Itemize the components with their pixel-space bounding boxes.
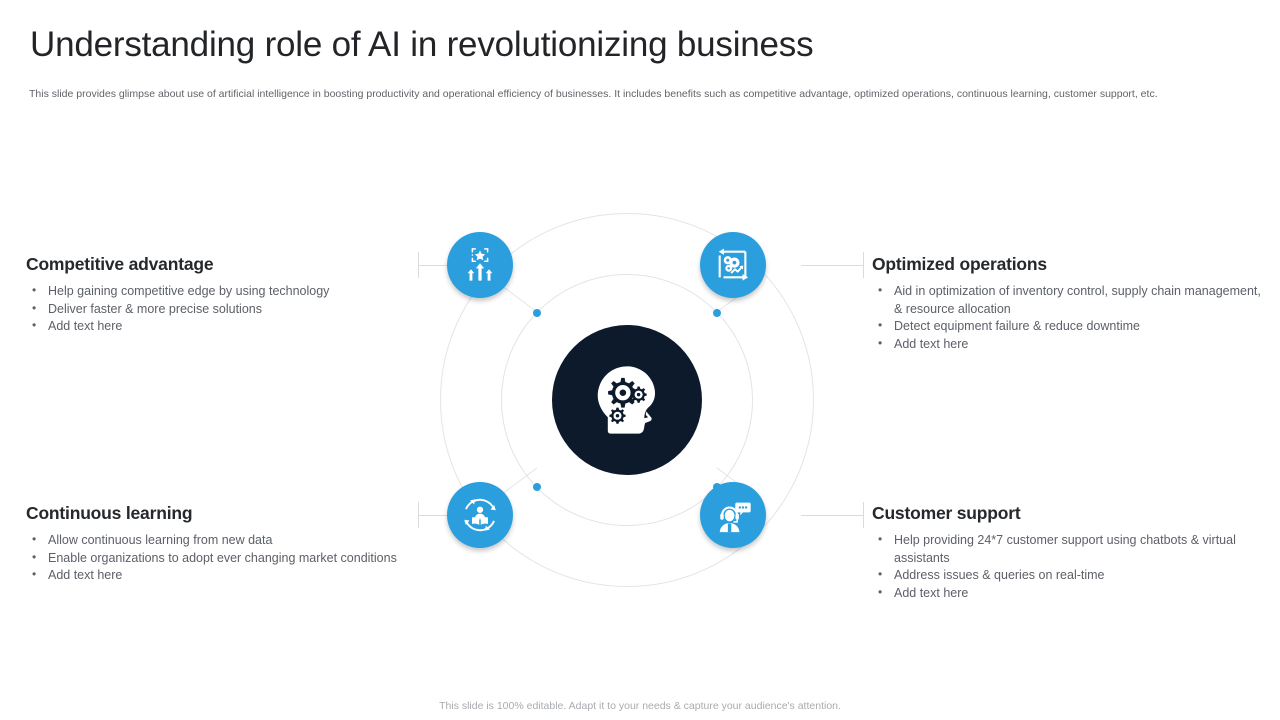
connector-line-top-right: [801, 265, 863, 266]
list-item: Add text here: [26, 566, 416, 585]
list-item: Aid in optimization of inventory control…: [872, 282, 1267, 318]
outer-ring: [440, 213, 814, 587]
bullet-list-customer-support: Help providing 24*7 customer support usi…: [872, 531, 1267, 603]
list-item: Deliver faster & more precise solutions: [26, 300, 416, 319]
connector-tick-bottom-right: [863, 502, 864, 528]
node-customer-support[interactable]: [700, 482, 766, 548]
bullet-list-competitive-advantage: Help gaining competitive edge by using t…: [26, 282, 416, 336]
node-optimized-operations[interactable]: [700, 232, 766, 298]
bullet-list-continuous-learning: Allow continuous learning from new data …: [26, 531, 416, 585]
list-item: Add text here: [26, 317, 416, 336]
block-optimized-operations: Optimized operations Aid in optimization…: [872, 253, 1267, 353]
ring-dot-bottom-left: [533, 483, 541, 491]
list-item: Help providing 24*7 customer support usi…: [872, 531, 1267, 567]
page-title: Understanding role of AI in revolutioniz…: [30, 25, 814, 64]
slide-description: This slide provides glimpse about use of…: [29, 88, 1158, 100]
connector-tick-top-right: [863, 252, 864, 278]
heading-optimized-operations: Optimized operations: [872, 254, 1047, 274]
connector-line-top-left: [418, 265, 458, 266]
heading-customer-support: Customer support: [872, 503, 1021, 523]
heading-continuous-learning: Continuous learning: [26, 503, 193, 523]
connector-line-bottom-right: [801, 515, 863, 516]
list-item: Help gaining competitive edge by using t…: [26, 282, 416, 301]
headset-agent-chat-icon: [714, 496, 752, 534]
list-item: Detect equipment failure & reduce downti…: [872, 317, 1267, 336]
footer-note: This slide is 100% editable. Adapt it to…: [439, 700, 841, 712]
heading-competitive-advantage: Competitive advantage: [26, 254, 214, 274]
list-item: Add text here: [872, 335, 1267, 354]
person-reading-cycle-icon: [461, 496, 499, 534]
gears-chart-arrows-icon: [714, 246, 752, 284]
center-circle: [552, 325, 702, 475]
connector-tick-top-left: [418, 252, 419, 278]
growth-arrows-star-icon: [461, 246, 499, 284]
ai-head-gears-icon: [579, 352, 675, 448]
ai-role-diagram: [413, 205, 868, 595]
ring-dot-top-left: [533, 309, 541, 317]
inner-ring: [501, 274, 753, 526]
node-continuous-learning[interactable]: [447, 482, 513, 548]
block-competitive-advantage: Competitive advantage Help gaining compe…: [26, 253, 416, 336]
block-customer-support: Customer support Help providing 24*7 cus…: [872, 502, 1267, 602]
connector-tick-bottom-left: [418, 502, 419, 528]
list-item: Add text here: [872, 584, 1267, 603]
node-competitive-advantage[interactable]: [447, 232, 513, 298]
ring-dot-top-right: [713, 309, 721, 317]
list-item: Allow continuous learning from new data: [26, 531, 416, 550]
block-continuous-learning: Continuous learning Allow continuous lea…: [26, 502, 416, 585]
connector-line-bottom-left: [418, 515, 458, 516]
bullet-list-optimized-operations: Aid in optimization of inventory control…: [872, 282, 1267, 354]
list-item: Address issues & queries on real-time: [872, 566, 1267, 585]
list-item: Enable organizations to adopt ever chang…: [26, 549, 416, 568]
